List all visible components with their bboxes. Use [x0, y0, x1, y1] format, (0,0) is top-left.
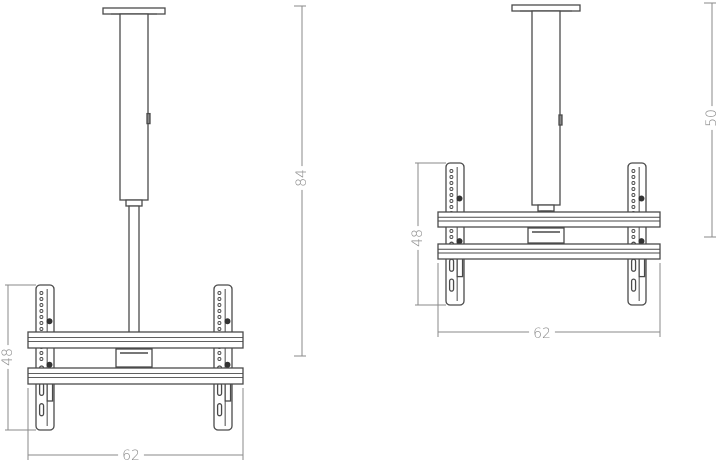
upper-cross-bar — [437, 211, 661, 228]
height-lock — [558, 114, 563, 126]
label-background — [118, 448, 144, 463]
mounting-hole — [39, 297, 44, 301]
mounting-hole — [631, 205, 636, 209]
mounting-hole — [39, 351, 44, 355]
upper-tube — [119, 13, 149, 201]
mounting-hole — [217, 309, 222, 313]
mounting-slot — [38, 403, 45, 417]
label-background — [704, 106, 720, 130]
bolt — [456, 195, 463, 202]
mounting-hole — [39, 357, 44, 361]
mounting-slot — [630, 258, 637, 272]
mounting-hole — [631, 229, 636, 233]
mounting-hole — [631, 175, 636, 179]
height-lock — [146, 112, 151, 125]
lower-rod — [128, 205, 140, 334]
mounting-hole — [39, 303, 44, 307]
lower-cross-bar — [437, 243, 661, 260]
right-tv-bracket — [627, 162, 647, 306]
tube-collar — [537, 204, 555, 212]
ceiling-plate — [511, 4, 581, 12]
bolt — [46, 318, 53, 325]
label-background — [294, 166, 310, 190]
mounting-hole — [449, 169, 454, 173]
mounting-hole — [449, 175, 454, 179]
label-background — [0, 345, 16, 369]
mounting-hole — [449, 229, 454, 233]
tube-collar — [125, 199, 143, 207]
dim-label-height-total-retracted: 50 — [704, 109, 720, 127]
bolt — [638, 238, 645, 245]
mounting-hole — [449, 205, 454, 209]
mounting-hole — [39, 315, 44, 319]
left-tv-bracket — [35, 284, 55, 431]
mounting-hole — [217, 291, 222, 295]
mounting-hole — [631, 181, 636, 185]
center-clamp — [115, 348, 153, 368]
bolt — [224, 361, 231, 368]
mounting-hole — [39, 327, 44, 331]
extended-mount-view — [5, 5, 306, 460]
dim-label-height-total-extended: 84 — [294, 169, 310, 187]
mounting-hole — [631, 169, 636, 173]
mounting-hole — [217, 297, 222, 301]
mounting-slot — [216, 382, 223, 397]
dim-label-bracket-height-retracted: 48 — [410, 229, 426, 247]
dim-label-width-extended: 62 — [122, 448, 140, 463]
mounting-hole — [217, 357, 222, 361]
bolt — [224, 318, 231, 325]
mounting-hole — [217, 351, 222, 355]
bolt — [638, 195, 645, 202]
mounting-hole — [39, 291, 44, 295]
center-clamp — [527, 227, 565, 244]
mounting-hole — [217, 327, 222, 331]
mounting-hole — [631, 235, 636, 239]
mounting-slot — [448, 278, 455, 292]
upper-cross-bar — [27, 331, 244, 349]
mounting-hole — [39, 309, 44, 313]
dim-label-bracket-height-extended: 48 — [0, 348, 16, 366]
mounting-slot — [38, 382, 45, 397]
mounting-slot — [630, 278, 637, 292]
mounting-hole — [217, 303, 222, 307]
mounting-hole — [217, 321, 222, 325]
mounting-hole — [449, 181, 454, 185]
mounting-hole — [631, 187, 636, 191]
label-background — [529, 326, 555, 342]
mounting-hole — [449, 235, 454, 239]
right-tv-bracket — [213, 284, 233, 431]
mounting-slot — [448, 258, 455, 272]
mounting-hole — [449, 187, 454, 191]
mounting-hole — [449, 193, 454, 197]
ceiling-plate — [102, 7, 166, 15]
mounting-hole — [631, 193, 636, 197]
mounting-hole — [39, 321, 44, 325]
bolt — [46, 361, 53, 368]
label-background — [410, 226, 426, 250]
mounting-hole — [449, 199, 454, 203]
retracted-mount-view — [415, 2, 716, 337]
mounting-hole — [631, 199, 636, 203]
upper-tube — [531, 10, 561, 206]
mounting-hole — [217, 315, 222, 319]
dim-label-width-retracted: 62 — [533, 326, 551, 342]
left-tv-bracket — [445, 162, 465, 306]
lower-cross-bar — [27, 367, 244, 385]
bolt — [456, 238, 463, 245]
mounting-slot — [216, 403, 223, 417]
